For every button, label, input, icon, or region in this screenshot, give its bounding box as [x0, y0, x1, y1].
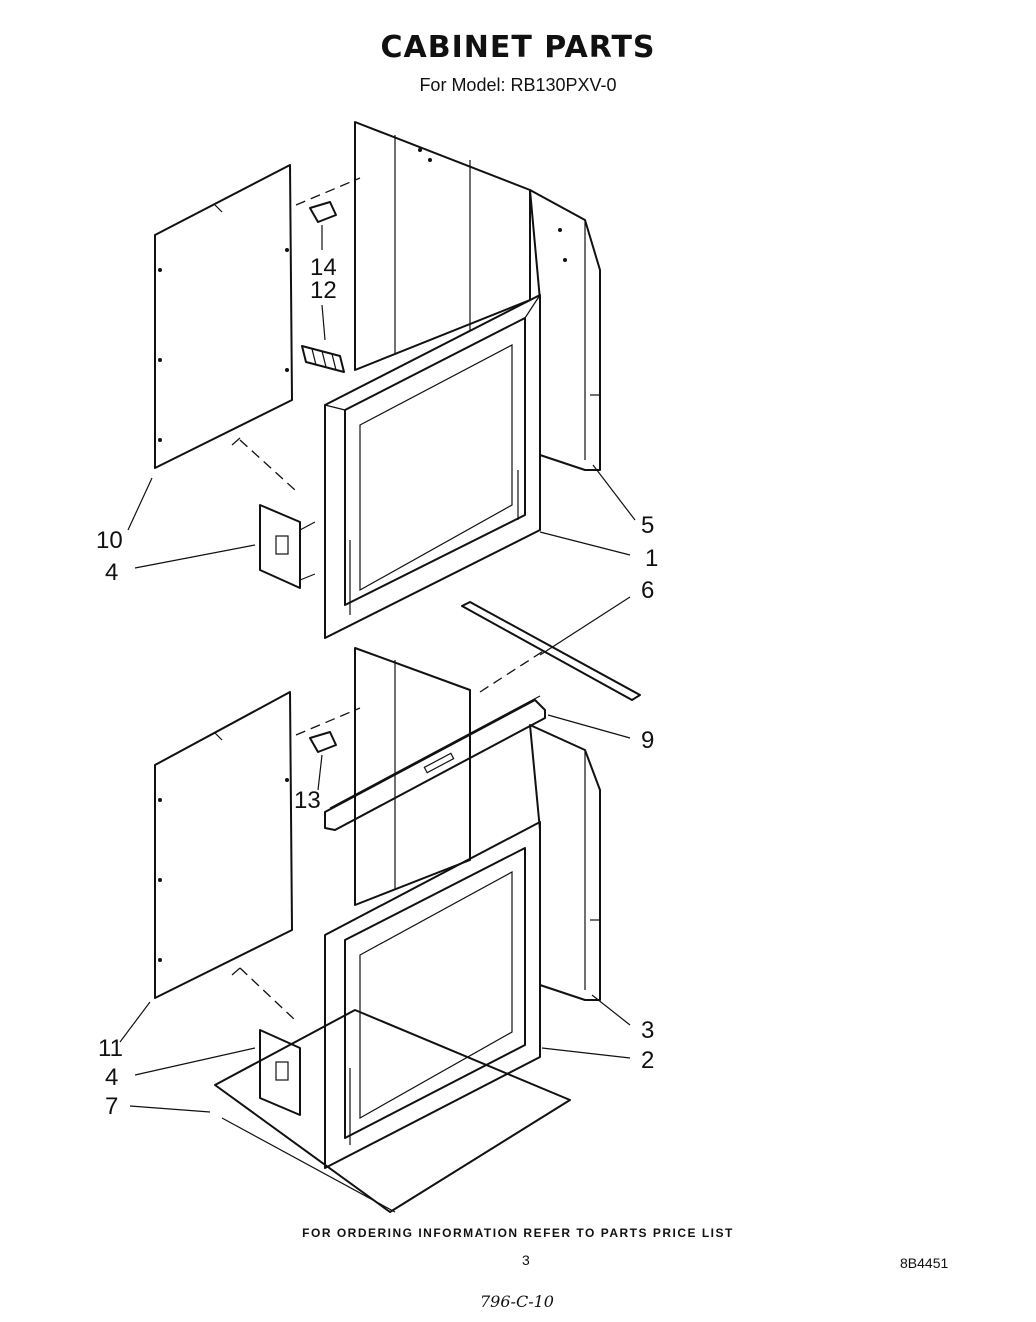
- front-frame-upper: [324, 294, 541, 639]
- leader-lines: [119, 464, 636, 1113]
- left-side-panel-upper: [154, 164, 293, 469]
- callout-1: 1: [645, 545, 658, 572]
- callout-5: 5: [641, 512, 654, 539]
- callout-6: 6: [641, 577, 654, 604]
- page-number: 3: [522, 1252, 530, 1268]
- hinge-bracket-upper: [259, 504, 316, 589]
- callout-9: 9: [641, 727, 654, 754]
- ordering-info-note: FOR ORDERING INFORMATION REFER TO PARTS …: [302, 1226, 734, 1240]
- handwritten-note: 796-C-10: [480, 1292, 554, 1311]
- callout-14: 14: [310, 254, 337, 281]
- front-brace-9: [324, 695, 546, 831]
- hinge-bracket-lower: [259, 1029, 301, 1116]
- callout-10: 10: [96, 527, 123, 554]
- switch-part-14: [309, 201, 337, 223]
- callout-2: 2: [641, 1047, 654, 1074]
- callout-11: 11: [98, 1035, 123, 1062]
- bottom-tray-7: [214, 1009, 571, 1213]
- front-frame-lower: [324, 821, 541, 1169]
- callout-4-lower: 4: [105, 1064, 118, 1091]
- document-number: 8B4451: [900, 1255, 949, 1271]
- rear-wall-lower: [354, 647, 601, 1001]
- callout-4-upper: 4: [105, 559, 118, 586]
- model-subtitle: For Model: RB130PXV-0: [419, 75, 617, 95]
- callout-3: 3: [641, 1017, 654, 1044]
- left-side-panel-lower: [154, 691, 293, 999]
- callout-13: 13: [294, 787, 321, 814]
- callout-12: 12: [310, 277, 337, 304]
- terminal-block-12: [301, 345, 345, 373]
- switch-part-13: [309, 731, 337, 753]
- callout-7: 7: [105, 1093, 118, 1120]
- page-title: CABINET PARTS: [380, 30, 656, 65]
- rear-strip-6: [461, 601, 641, 701]
- rear-wall-upper: [354, 121, 601, 471]
